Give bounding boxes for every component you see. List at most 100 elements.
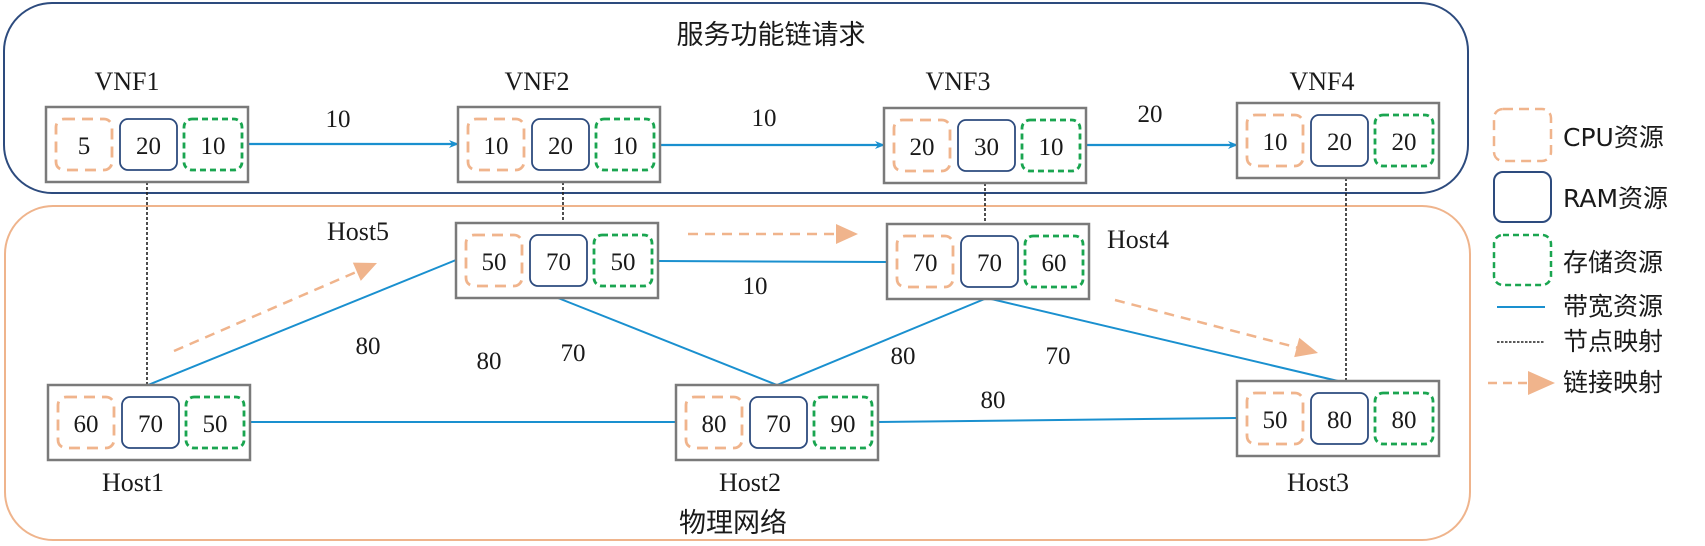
cpu-resource-box <box>464 233 524 288</box>
vnf-node-vnf2: 10 20 10 <box>456 105 662 184</box>
physical-link-bandwidth-label: 80 <box>891 343 916 370</box>
storage-resource-value: 10 <box>613 133 638 160</box>
physical-links <box>147 259 1339 423</box>
cpu-resource-value: 60 <box>74 411 99 438</box>
physical-network-title: 物理网络 <box>679 508 787 539</box>
physical-link-host5-host2 <box>557 297 778 386</box>
physical-network-frame <box>4 205 1471 541</box>
physical-link-bandwidth-label: 80 <box>477 348 502 375</box>
physical-link-bandwidth-label: 80 <box>356 333 381 360</box>
cpu-resource-box <box>684 395 744 450</box>
legend-cpu-label: CPU资源 <box>1563 123 1664 152</box>
storage-resource-box <box>1373 391 1435 446</box>
vnf-node-label: VNF3 <box>925 67 990 96</box>
vnf-node-vnf3: 20 30 10 <box>882 106 1088 185</box>
host-node-host2: 80 70 90 <box>674 383 880 462</box>
storage-resource-value: 90 <box>831 411 856 438</box>
link-mapping-shaft <box>1114 298 1298 349</box>
legend-link-mapping-arrowhead <box>1528 371 1555 395</box>
cpu-resource-value: 10 <box>1263 129 1288 156</box>
storage-resource-value: 80 <box>1392 407 1417 434</box>
physical-link-bandwidth-label: 70 <box>1046 343 1071 370</box>
physical-link-host4-host3 <box>986 297 1339 382</box>
storage-resource-box <box>184 395 246 450</box>
link-mapping-host1-host5 <box>173 262 377 353</box>
physical-link-host1-host5 <box>147 259 457 386</box>
physical-link-host5-host4 <box>657 260 888 263</box>
host-node-host5: 50 70 50 <box>454 221 660 300</box>
legend-link-mapping-label: 链接映射 <box>1563 368 1663 397</box>
cpu-resource-box <box>895 234 955 289</box>
cpu-resource-value: 20 <box>910 134 935 161</box>
ram-resource-value: 20 <box>136 133 161 160</box>
cpu-resource-box <box>1245 391 1305 446</box>
link-mapping-arrowhead <box>352 262 377 281</box>
cpu-resource-value: 10 <box>484 133 509 160</box>
legend-ram-label: RAM资源 <box>1563 184 1668 213</box>
link-mappings <box>173 224 1318 358</box>
legend: CPU资源 RAM资源 存储资源 带宽资源 节点映射 链接映射 <box>1488 107 1668 397</box>
cpu-resource-value: 50 <box>482 249 507 276</box>
storage-resource-value: 60 <box>1042 250 1067 277</box>
vnf-node-vnf1: 5 20 10 <box>44 105 250 184</box>
legend-ram-swatch <box>1493 171 1552 223</box>
storage-resource-value: 20 <box>1392 129 1417 156</box>
storage-resource-box <box>182 117 244 172</box>
sfc-request-frame <box>3 2 1469 194</box>
host-node-host4: 70 70 60 <box>885 222 1091 301</box>
cpu-resource-value: 5 <box>78 133 91 160</box>
host-node-label: Host3 <box>1287 468 1349 497</box>
storage-resource-value: 50 <box>203 411 228 438</box>
ram-resource-value: 70 <box>977 250 1002 277</box>
storage-resource-box <box>812 395 874 450</box>
vnf-node-label: VNF4 <box>1289 67 1354 96</box>
storage-resource-box <box>1373 113 1435 168</box>
cpu-resource-value: 70 <box>913 250 938 277</box>
sfc-request-title: 服务功能链请求 <box>677 20 866 51</box>
sfc-link-bandwidth-label: 10 <box>752 105 777 132</box>
storage-resource-box <box>1023 234 1085 289</box>
ram-resource-value: 30 <box>974 134 999 161</box>
storage-resource-value: 50 <box>611 249 636 276</box>
ram-resource-value: 70 <box>546 249 571 276</box>
ram-resource-box <box>957 119 1016 172</box>
physical-link-bandwidth-label: 70 <box>561 340 586 367</box>
ram-resource-box <box>960 235 1019 288</box>
ram-resource-box <box>121 396 180 449</box>
link-mapping-arrowhead <box>836 224 858 244</box>
physical-link-host4-host2 <box>776 297 988 386</box>
ram-resource-box <box>1310 114 1369 167</box>
cpu-resource-box <box>466 117 526 172</box>
node-mappings <box>146 178 1347 385</box>
cpu-resource-box <box>54 117 114 172</box>
cpu-resource-value: 50 <box>1263 407 1288 434</box>
legend-cpu-swatch <box>1492 107 1553 163</box>
cpu-resource-box <box>892 118 952 173</box>
legend-storage-label: 存储资源 <box>1563 248 1663 277</box>
vnf-node-label: VNF2 <box>504 67 569 96</box>
host-node-label: Host1 <box>102 468 164 497</box>
ram-resource-value: 70 <box>138 411 163 438</box>
ram-resource-value: 70 <box>766 411 791 438</box>
ram-resource-box <box>531 118 590 171</box>
vnf-node-label: VNF1 <box>94 67 159 96</box>
cpu-resource-box <box>56 395 116 450</box>
cpu-resource-box <box>1245 113 1305 168</box>
storage-resource-value: 10 <box>201 133 226 160</box>
host-node-label: Host4 <box>1107 225 1169 254</box>
physical-link-host2-host3 <box>876 417 1238 423</box>
storage-resource-box <box>594 117 656 172</box>
ram-resource-value: 20 <box>548 133 573 160</box>
storage-resource-box <box>592 233 654 288</box>
ram-resource-box <box>529 234 588 287</box>
storage-resource-value: 10 <box>1039 134 1064 161</box>
ram-resource-box <box>119 118 178 171</box>
host-node-label: Host5 <box>327 217 389 246</box>
link-mapping-host4-host3 <box>1114 298 1318 358</box>
cpu-resource-value: 80 <box>702 411 727 438</box>
host-node-label: Host2 <box>719 468 781 497</box>
storage-resource-box <box>1020 118 1082 173</box>
